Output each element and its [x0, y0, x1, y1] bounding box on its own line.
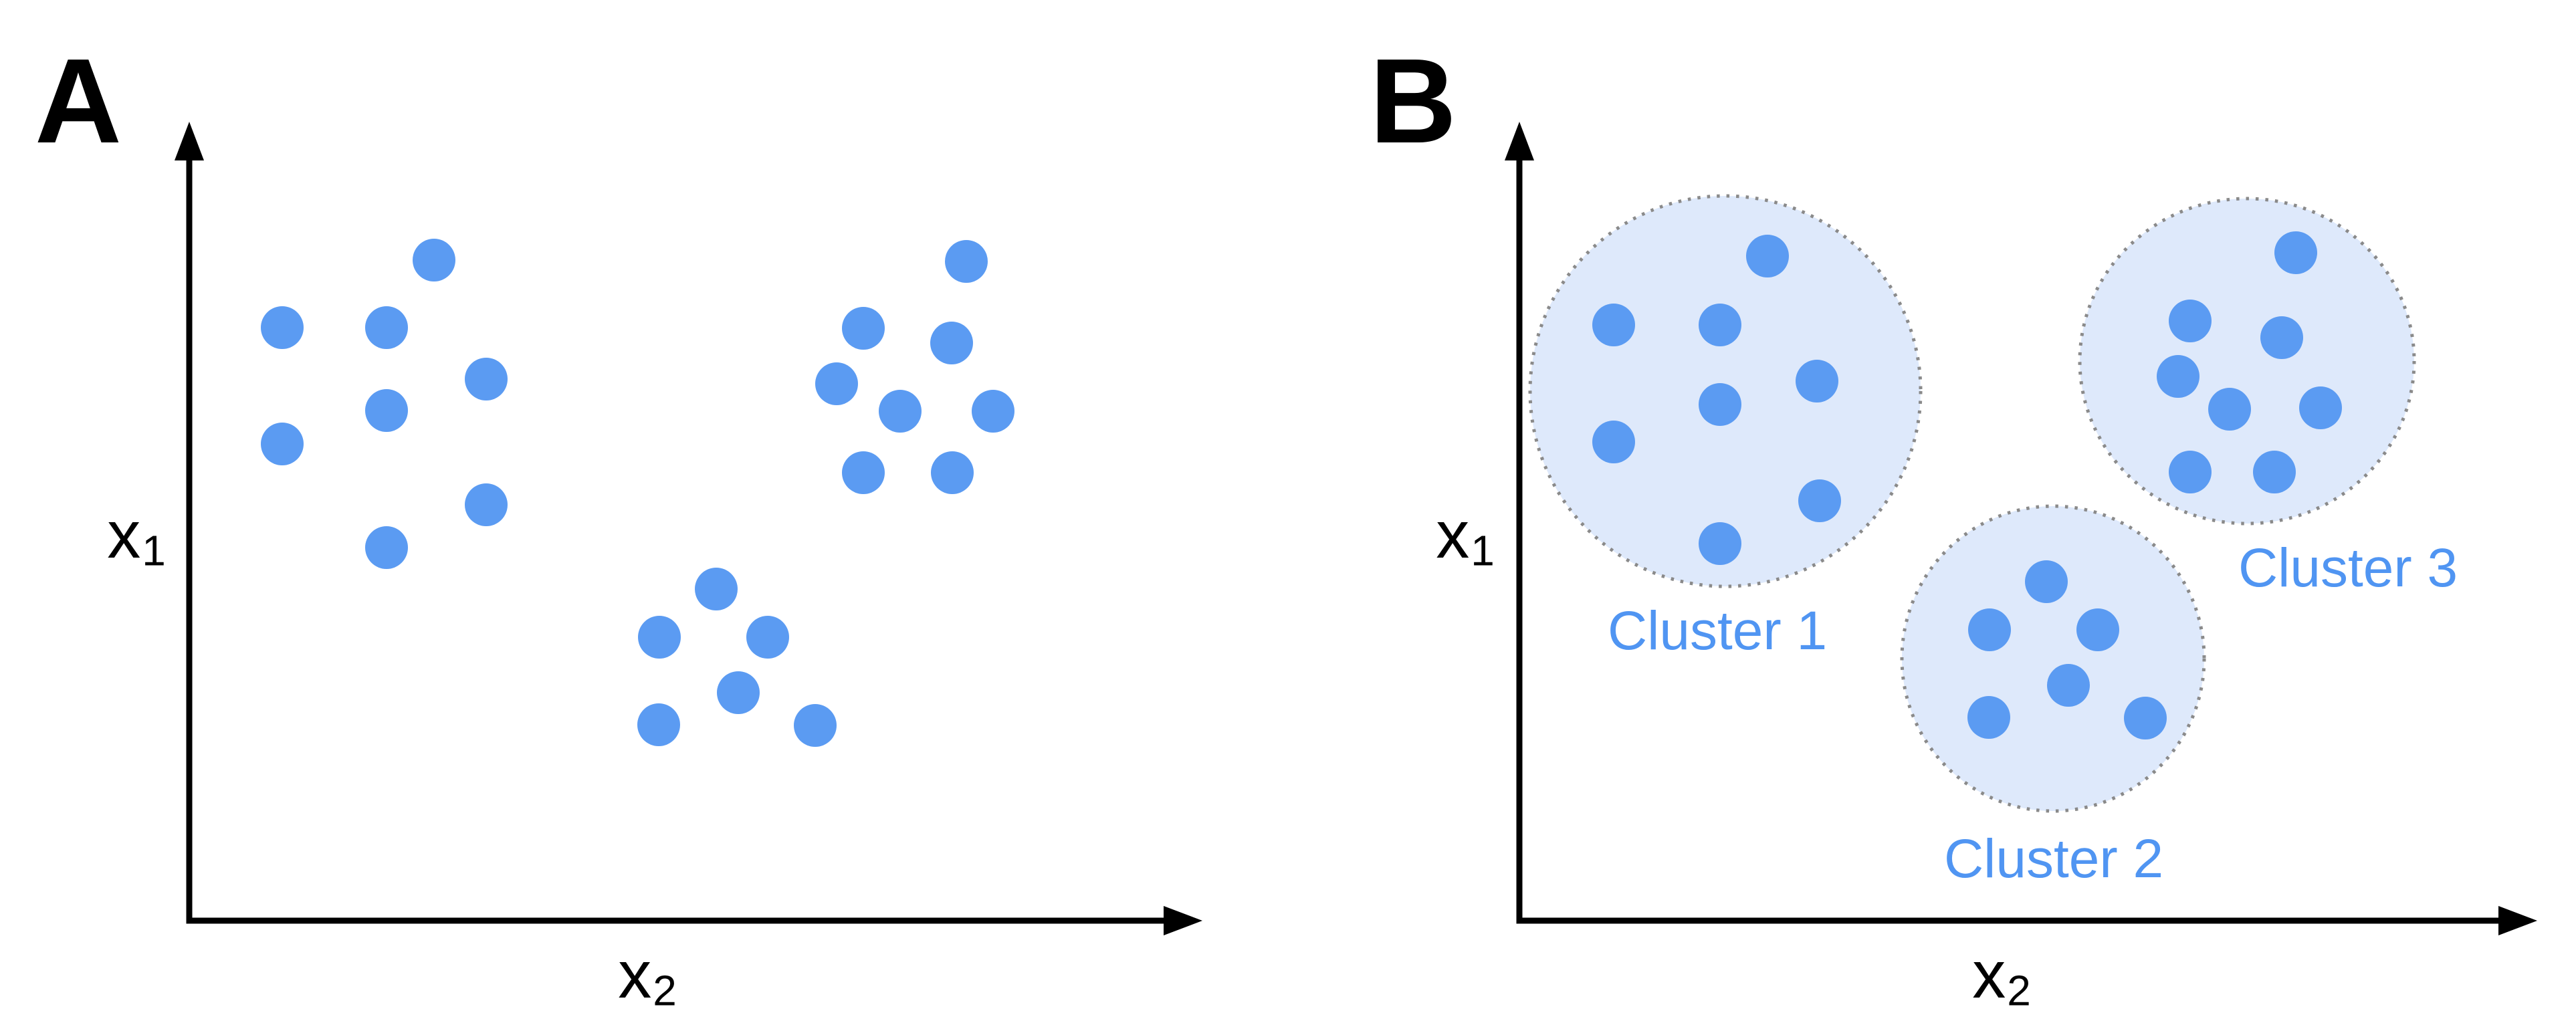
data-point: [2169, 300, 2212, 342]
data-point: [365, 526, 408, 569]
cluster-boundary: [2078, 197, 2416, 526]
data-point: [2208, 388, 2251, 431]
panel-b-letter: B: [1370, 34, 1457, 168]
data-point: [2157, 355, 2199, 398]
panel-a-y-axis-label: x1: [107, 501, 166, 572]
data-point: [413, 239, 455, 281]
cluster-3-label: Cluster 3: [2238, 538, 2458, 598]
cluster-2-label: Cluster 2: [1943, 828, 2164, 889]
data-point: [1796, 360, 1838, 403]
data-point: [695, 568, 738, 610]
data-point: [1968, 608, 2011, 651]
panel-a-letter: A: [35, 34, 122, 168]
data-point: [261, 423, 304, 465]
panel-a-x-axis-label-subscript: 2: [653, 966, 677, 1015]
data-point: [1592, 304, 1635, 346]
panel-a-y-axis-label-base: x: [107, 497, 141, 572]
data-point: [746, 616, 789, 659]
panel-b-y-axis-label-base: x: [1436, 497, 1470, 572]
data-point: [972, 390, 1014, 433]
data-point: [794, 704, 837, 747]
data-point: [842, 307, 885, 350]
data-point: [465, 483, 508, 526]
panel-a-x-axis-label: x2: [618, 941, 677, 1012]
data-point: [637, 703, 680, 746]
data-point: [717, 671, 760, 714]
panel-b-x-axis-label-subscript: 2: [2007, 966, 2031, 1015]
x-axis-arrowhead: [1164, 906, 1202, 935]
data-point: [465, 358, 508, 400]
cluster-boundary: [1900, 504, 2206, 813]
panel-b-y-axis-label-subscript: 1: [1471, 526, 1495, 575]
data-point: [930, 322, 973, 364]
data-point: [1699, 304, 1741, 346]
data-point: [365, 389, 408, 432]
data-point: [2076, 608, 2119, 651]
panel-b-x-axis-label-base: x: [1972, 937, 2006, 1012]
data-point: [1798, 479, 1841, 522]
data-point: [2025, 560, 2068, 603]
panel-b-y-axis-label: x1: [1436, 501, 1495, 572]
data-point: [1967, 696, 2010, 739]
data-point: [1592, 421, 1635, 463]
data-point: [842, 451, 885, 494]
panel-b-x-axis-label: x2: [1972, 941, 2031, 1012]
data-point: [2299, 386, 2342, 429]
data-point: [365, 306, 408, 349]
y-axis-arrowhead: [1505, 122, 1534, 160]
data-point: [2260, 316, 2303, 359]
data-point: [2274, 231, 2317, 274]
data-point: [261, 306, 304, 349]
data-point: [931, 451, 974, 494]
data-point: [2047, 664, 2090, 707]
data-point: [945, 240, 988, 283]
data-point: [1699, 383, 1741, 426]
panel-a-x-axis-label-base: x: [618, 937, 652, 1012]
data-point: [2169, 451, 2212, 493]
data-point: [2253, 451, 2296, 493]
data-point: [638, 616, 681, 659]
y-axis-arrowhead: [175, 122, 204, 160]
x-axis-arrowhead: [2498, 906, 2537, 935]
data-point: [2124, 697, 2167, 739]
cluster-1-label: Cluster 1: [1607, 600, 1828, 661]
panel-a-y-axis-label-subscript: 1: [142, 526, 166, 575]
data-point: [815, 362, 858, 405]
data-point: [1699, 522, 1741, 565]
data-point: [1746, 235, 1789, 277]
data-point: [879, 390, 922, 433]
